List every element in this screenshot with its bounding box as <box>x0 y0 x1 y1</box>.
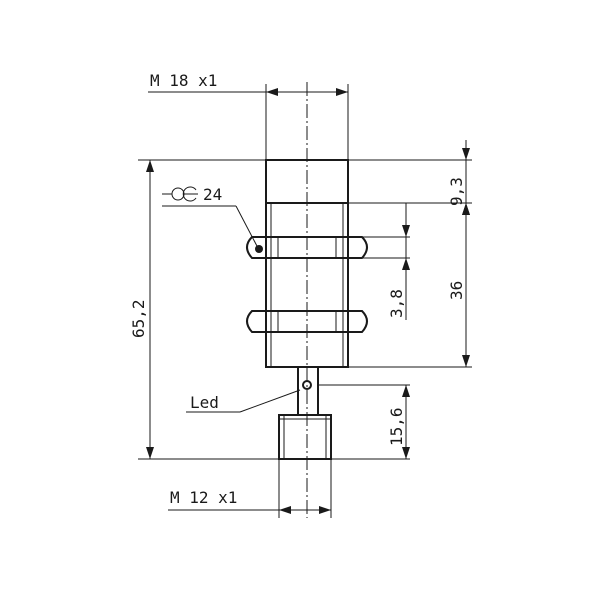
wrench-size-label: 24 <box>203 185 222 204</box>
arrow-head <box>462 203 470 215</box>
arrow-head <box>319 506 331 514</box>
cap-height-label: 9,3 <box>447 177 466 206</box>
dim-cap-height: 9,3 <box>447 140 470 215</box>
connector-m12 <box>278 414 332 460</box>
led-label: Led <box>190 393 219 412</box>
arrow-head <box>462 148 470 160</box>
arrow-head <box>279 506 291 514</box>
arrow-head <box>146 447 154 459</box>
dim-connector-length: 15,6 <box>387 385 410 459</box>
right-extension-lines <box>318 159 472 460</box>
arrow-head <box>402 258 410 270</box>
arrow-head <box>462 355 470 367</box>
leader-line <box>235 205 259 249</box>
thread-bottom-label: M 12 x1 <box>170 488 237 507</box>
wrench-callout: 24 <box>162 185 263 253</box>
dim-thread-bottom: M 12 x1 <box>168 459 332 518</box>
arrow-head <box>266 88 278 96</box>
leader-dot <box>255 245 263 253</box>
dim-total-length: 65,2 <box>129 159 279 460</box>
dim-body-length: 36 <box>447 203 470 367</box>
arrow-head <box>146 160 154 172</box>
lower-nut <box>246 310 368 333</box>
arrow-head <box>402 225 410 237</box>
total-length-label: 65,2 <box>129 299 148 338</box>
leader-line <box>239 389 301 413</box>
led-neck <box>297 366 319 416</box>
body-length-label: 36 <box>447 281 466 300</box>
arrow-head <box>402 385 410 397</box>
dim-thread-top: M 18 x1 <box>148 71 349 160</box>
thread-top-label: M 18 x1 <box>150 71 217 90</box>
dim-nut-thickness: 3,8 <box>387 203 410 320</box>
arrow-head <box>336 88 348 96</box>
wrench-icon <box>162 186 198 202</box>
arrow-head <box>402 447 410 459</box>
led-callout: Led <box>186 389 301 413</box>
connector-length-label: 15,6 <box>387 407 406 446</box>
nut-thickness-label: 3,8 <box>387 289 406 318</box>
